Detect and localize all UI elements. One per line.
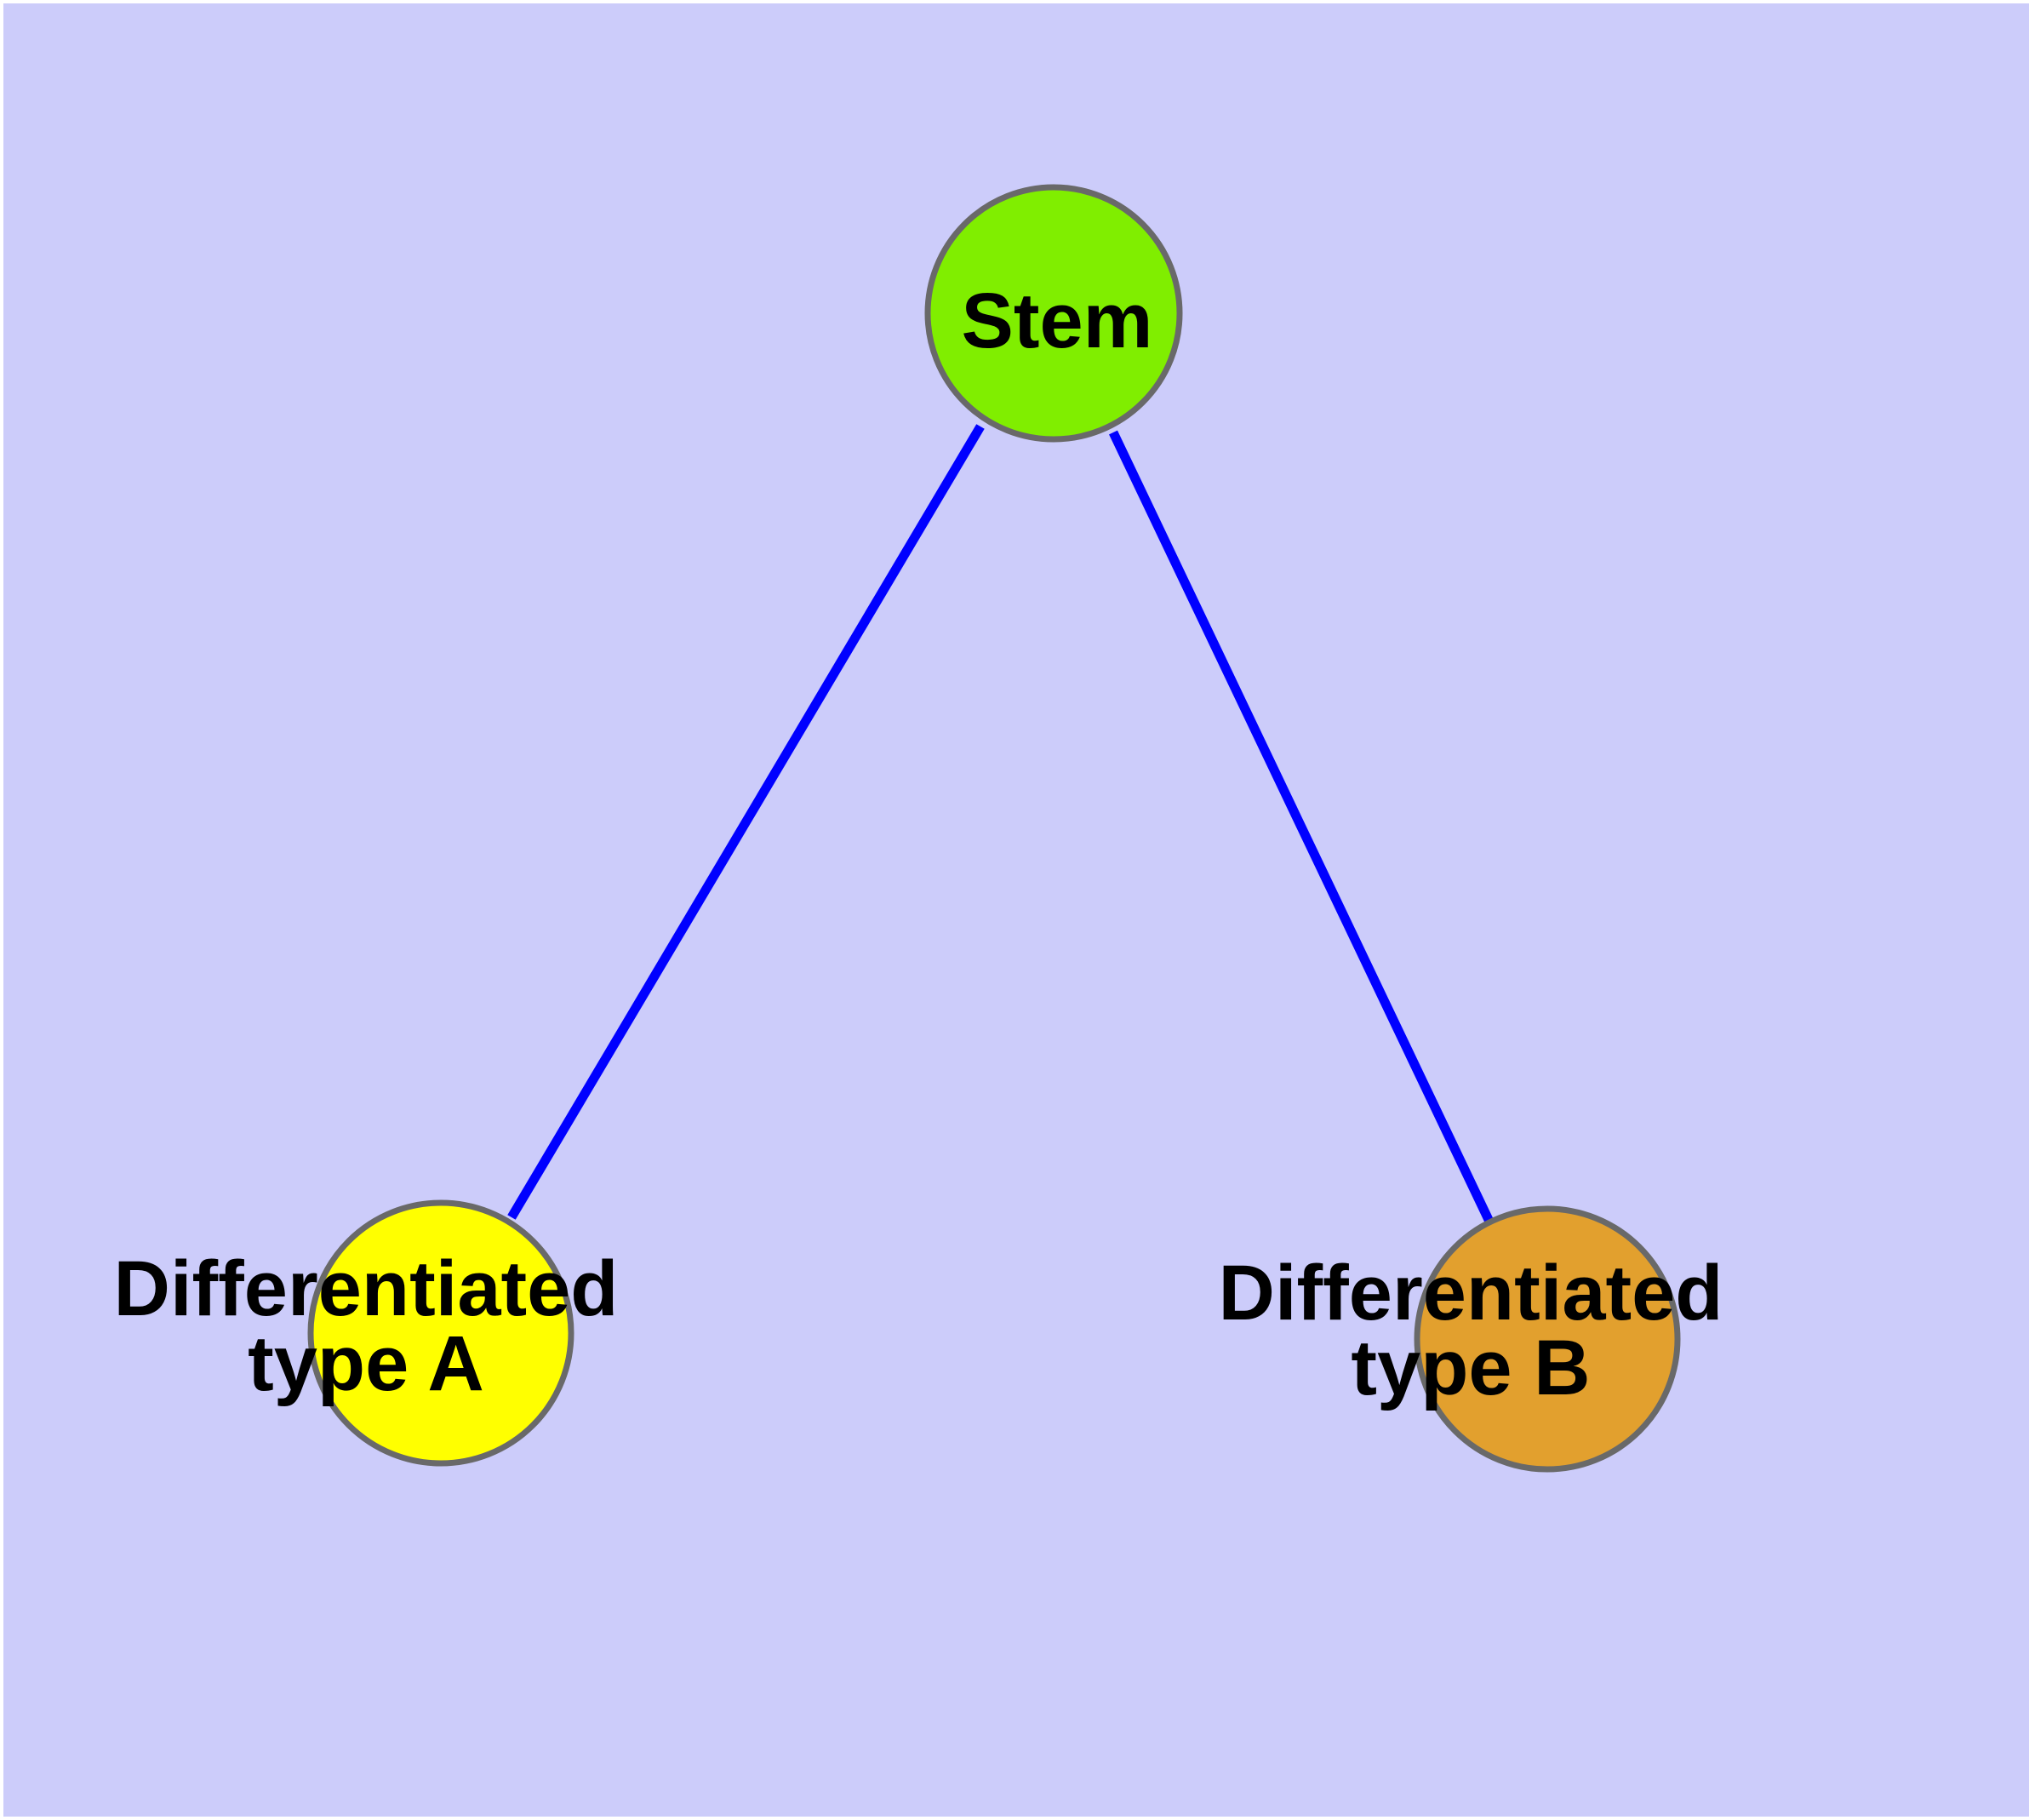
graph-node-diff_b[interactable] — [1414, 1205, 1681, 1473]
graph-edge-stem-diff_a[interactable] — [507, 424, 985, 1220]
nodes-layer — [307, 184, 1681, 1473]
graph-edge-stem-diff_b[interactable] — [1109, 430, 1495, 1226]
edges-layer — [507, 424, 1495, 1226]
graph-node-diff_a[interactable] — [307, 1199, 574, 1467]
node-label-line: type B — [1351, 1325, 1590, 1411]
node-label-line: Differentiated — [114, 1245, 619, 1332]
node-label-line: type A — [248, 1320, 484, 1407]
node-label-line: Differentiated — [1219, 1250, 1723, 1336]
graph-node-stem[interactable] — [924, 184, 1183, 443]
node-label-stem: Stem — [962, 278, 1153, 364]
node-label-line: Stem — [962, 278, 1153, 364]
